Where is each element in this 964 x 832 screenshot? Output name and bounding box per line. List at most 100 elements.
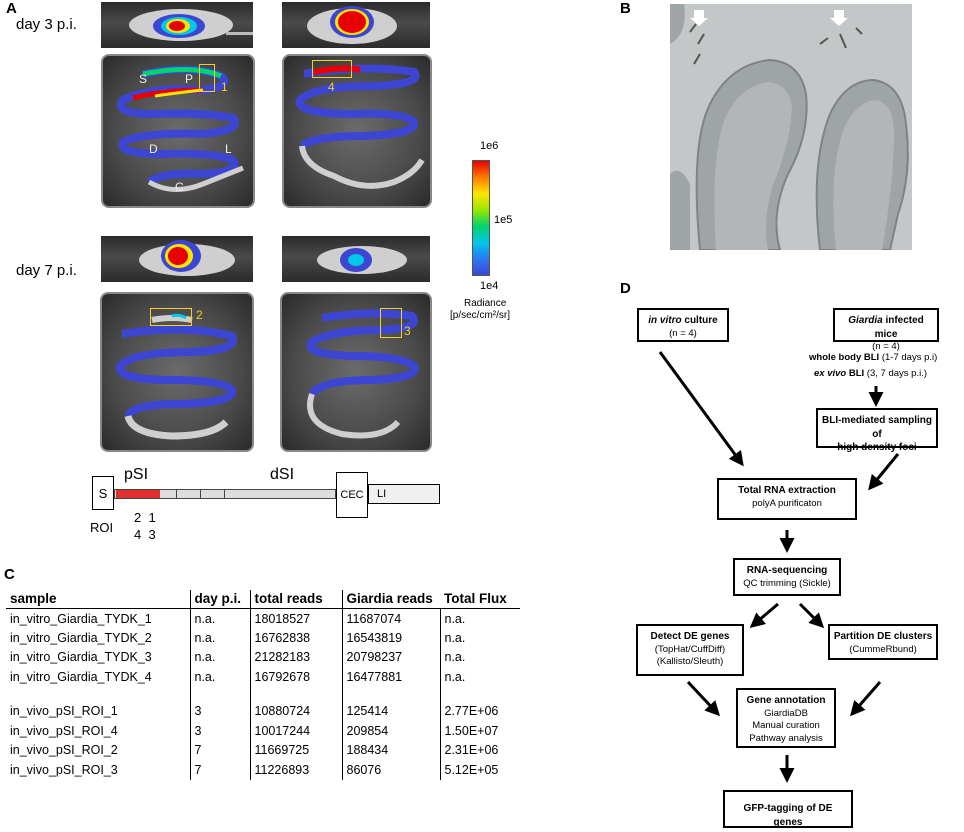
table-cell: 16477881 [341,667,440,687]
schematic-roi-row1: 2 1 [134,510,156,525]
roi-box-1 [199,64,215,92]
table-row: in_vitro_Giardia_TYDK_1 n.a. 18018527 11… [6,608,520,628]
table-header-total-reads: total reads [249,590,342,609]
mouse-image-day3-right [282,2,430,48]
flow-bli-sampling-line2: high density foci [837,442,917,453]
table-cell: 1.50E+07 [439,721,520,741]
schematic-divider [224,489,225,499]
flow-box-rna-extraction: Total RNA extraction polyA purificaton [717,478,857,520]
flow-box-gene-annotation: Gene annotation GiardiaDB Manual curatio… [736,688,836,748]
panel-letter-d: D [620,280,631,297]
panel-letter-c: C [4,566,15,583]
intestine-bli-day7-right [306,309,419,439]
mouse-image-day7-right [282,236,430,282]
flow-gene-annotation-title: Gene annotation [746,695,826,706]
schematic-small-intestine [114,489,336,499]
colorbar-max-label: 1e6 [480,140,499,152]
table-row: in_vivo_pSI_ROI_3 7 11226893 86076 5.12E… [6,760,520,780]
flow-box-infected-mice: Giardia infected mice (n = 4) [833,308,939,352]
roi-box-4 [312,60,352,78]
flow-mice-title: infected mice [874,315,924,340]
roi-box-3 [380,308,402,338]
table-cell: n.a. [189,647,250,667]
bli-signal-mouse-day7-right [317,246,407,274]
table-cell: 21282183 [249,647,342,667]
flow-gene-annotation-sub1: GiardiaDB [764,707,808,719]
table-cell: n.a. [189,608,250,628]
flow-box-in-vitro: in vitro culture (n = 4) [637,308,729,342]
colorbar-min-label: 1e4 [480,280,499,292]
table-cell: 11669725 [249,740,342,760]
table-cell: n.a. [439,608,520,628]
flow-whole-body-bold: whole body BLI [809,352,880,363]
roi-label-2: 2 [196,308,203,322]
table-cell: 125414 [341,701,440,721]
schematic-psi-highlight [116,490,160,498]
table-row: in_vitro_Giardia_TYDK_4 n.a. 16792678 16… [6,667,520,687]
flow-ex-vivo-bli-label: BLI [846,368,865,379]
gut-label-c: C [175,180,184,194]
table-cell: 20798237 [341,647,440,667]
flow-whole-body-days: (1-7 days p.i) [879,352,938,363]
flow-box-rna-seq: RNA-sequencing QC trimming (Sickle) [733,558,841,596]
table-cell: 11226893 [249,760,342,780]
mouse-image-day7-left [101,236,253,282]
flow-detect-de-title: Detect DE genes [650,631,730,642]
intestine-bli-day7-left [115,313,238,440]
micrograph-image [670,4,912,250]
table-header-giardia-reads: Giardia reads [341,590,440,609]
schematic-roi-label: ROI [90,520,114,535]
gut-label-s: S [139,72,148,86]
roi-label-1: 1 [221,80,228,94]
table-cell: 10880724 [249,701,342,721]
day3-label: day 3 p.i. [16,16,77,33]
flow-box-bli-sampling: BLI-mediated sampling of high density fo… [816,408,938,453]
panel-letter-b: B [620,0,631,17]
flow-mice-italic: Giardia [848,315,883,326]
flow-ex-vivo-italic: ex vivo [814,368,847,379]
table-header-sample: sample [6,590,190,609]
flow-gene-annotation-sub3: Pathway analysis [749,733,823,745]
table-cell: n.a. [439,667,520,687]
table-cell: n.a. [189,667,250,687]
table-cell: 7 [189,760,250,780]
flow-rna-seq-title: RNA-sequencing [746,565,828,576]
flow-whole-body-bli: whole body BLI (1-7 days p.i) [809,352,937,363]
table-cell: 7 [189,740,250,760]
colorbar-units: [p/sec/cm²/sr] [450,310,511,321]
flow-in-vitro-italic: in vitro [648,315,682,326]
flow-partition-de-title: Partition DE clusters [833,631,933,642]
table-cell: in_vitro_Giardia_TYDK_3 [10,650,152,665]
flow-rna-extraction-title: Total RNA extraction [738,485,836,496]
bli-signal-mouse-day3-right [307,6,397,44]
table-cell: in_vitro_Giardia_TYDK_2 [10,630,152,645]
flow-box-partition-de: Partition DE clusters (CummeRbund) [828,624,938,660]
table-header-row: sample day p.i. total reads Giardia read… [6,590,520,609]
flow-in-vitro-title: culture [681,315,718,326]
flow-ex-vivo-bli: ex vivo BLI (3, 7 days p.i.) [814,368,927,379]
table-cell: in_vitro_Giardia_TYDK_4 [10,669,152,684]
schematic-stomach: S [92,476,114,510]
table-cell: n.a. [439,628,520,648]
table-cell: 2.77E+06 [439,701,520,721]
table-row: in_vivo_pSI_ROI_2 7 11669725 188434 2.31… [6,740,520,760]
table-cell: 18018527 [249,608,342,628]
flow-detect-de-sub1: (TopHat/CuffDiff) [654,643,726,655]
schematic-divider [176,489,177,499]
flow-mice-n: (n = 4) [872,341,900,352]
villi-micrograph [670,4,912,250]
dish-image-day3-left: 1 S P D L C [101,54,255,208]
gut-label-p: P [185,72,194,86]
bli-signal-mouse-day3-left [129,9,253,41]
day7-label: day 7 p.i. [16,262,77,279]
flow-bli-sampling-line1: BLI-mediated sampling of [821,415,932,440]
table-cell: 16762838 [249,628,342,648]
colorbar-title: Radiance [464,298,507,309]
gut-label-l: L [225,142,232,156]
table-cell: 3 [189,701,250,721]
table-cell: 10017244 [249,721,342,741]
table-row: in_vivo_pSI_ROI_1 3 10880724 125414 2.77… [6,701,520,721]
flow-box-gfp-tagging: GFP-tagging of DE genes [723,790,853,828]
flow-rna-extraction-sub: polyA purificaton [752,497,822,509]
